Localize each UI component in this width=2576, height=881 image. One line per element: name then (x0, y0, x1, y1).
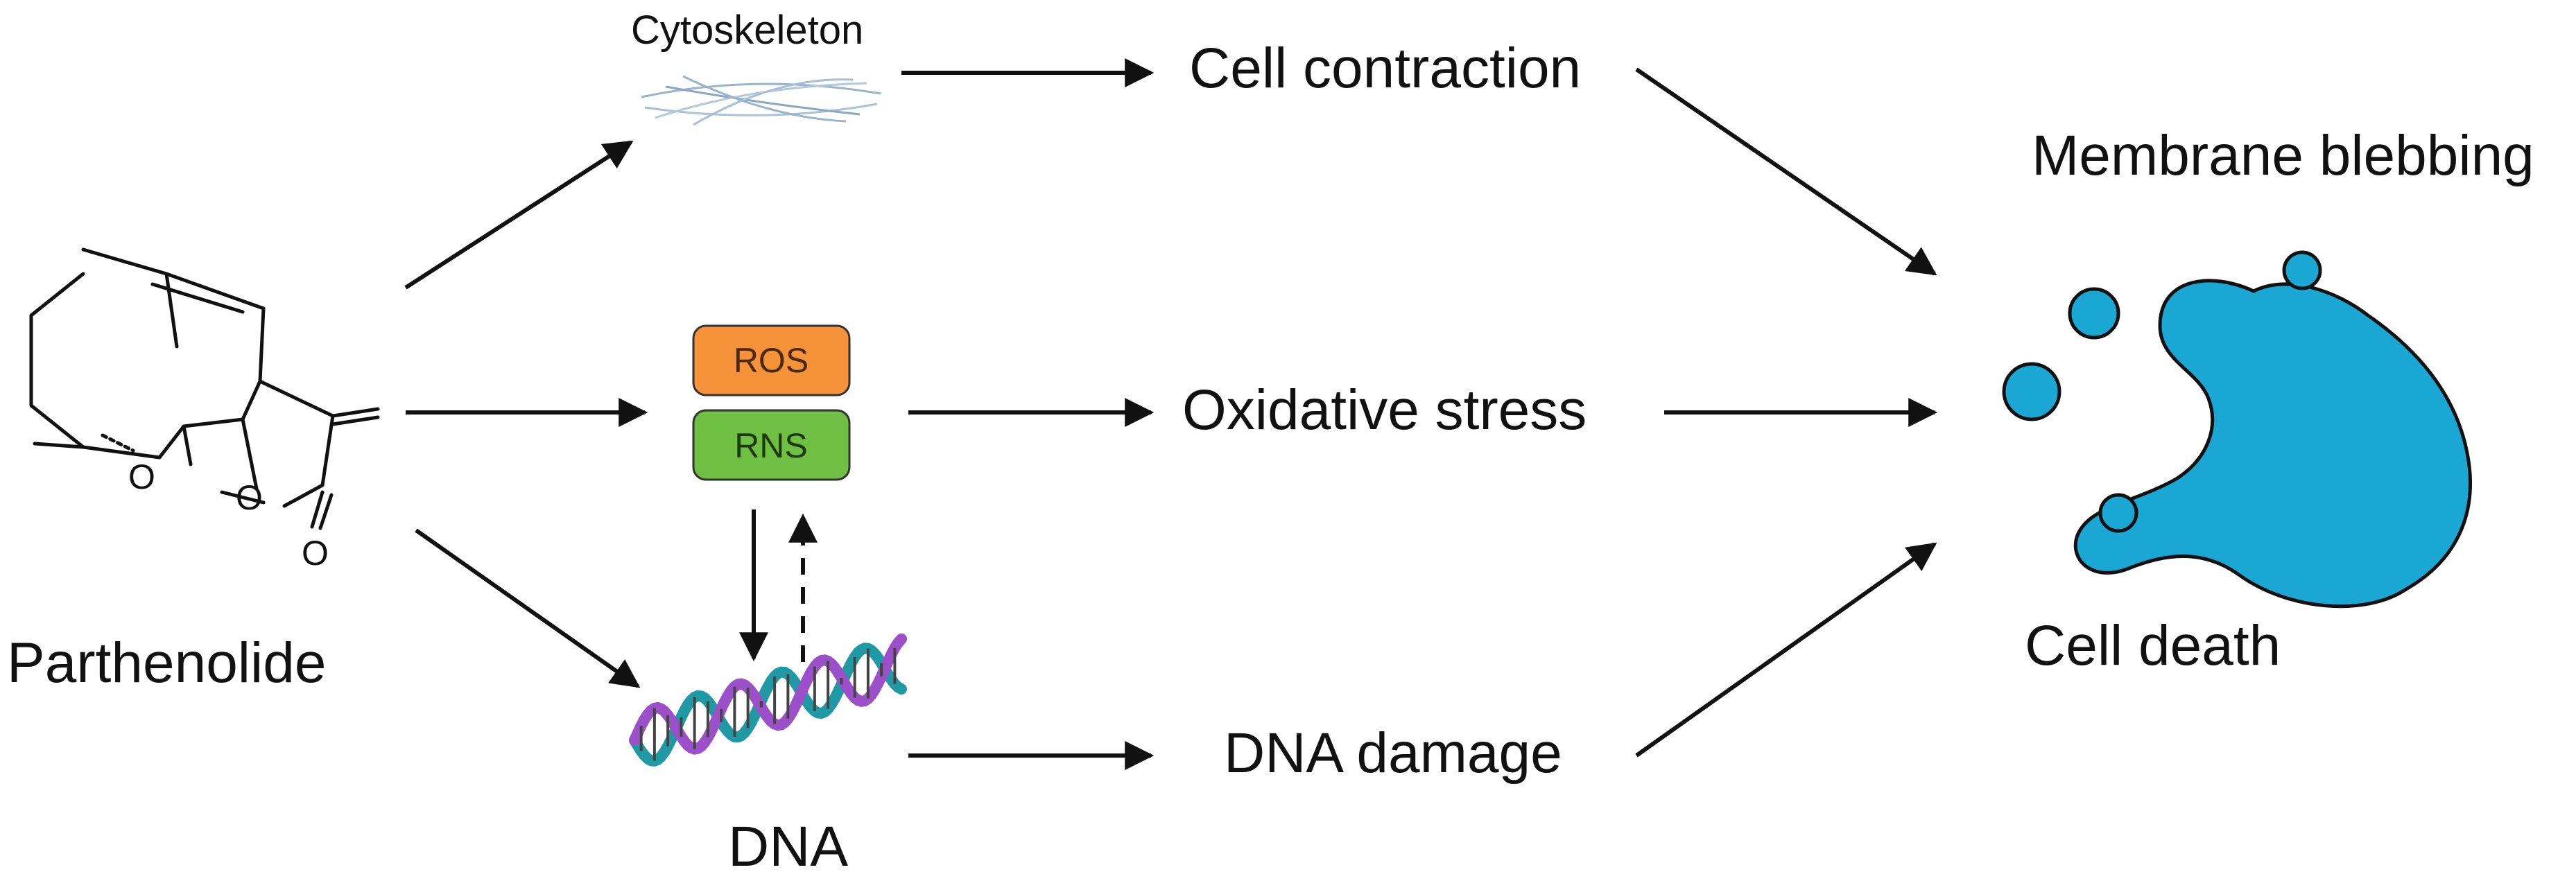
cell-icon (2073, 279, 2472, 609)
arrow-damage-to-cell (1635, 542, 1937, 758)
arrows (404, 58, 1938, 770)
bleb-2-icon (2282, 250, 2322, 290)
ring-oxygen-atom: O (236, 478, 263, 517)
ros-label: ROS (734, 341, 809, 380)
rns-label: RNS (734, 426, 808, 465)
bleb-1-icon (2068, 287, 2120, 340)
cytoskeleton-label: Cytoskeleton (631, 8, 864, 53)
parthenolide-structure-icon (29, 247, 380, 530)
dna-label: DNA (728, 815, 849, 878)
dna-helix-icon (629, 633, 907, 767)
rns-box (692, 409, 851, 481)
bleb-4-icon (2098, 493, 2138, 533)
cytoskeleton-icon (641, 75, 881, 126)
dna-damage-label: DNA damage (1224, 722, 1562, 785)
arrow-to-cytoskeleton (404, 140, 634, 290)
epoxide-oxygen-atom: O (128, 457, 155, 496)
arrow-to-dna (415, 528, 641, 688)
arrow-contraction-to-cell (1635, 67, 1937, 276)
oxidative-stress-label: Oxidative stress (1182, 378, 1587, 442)
membrane-blebbing-label: Membrane blebbing (2032, 124, 2534, 187)
ros-box (692, 324, 851, 396)
carbonyl-oxygen-atom: O (302, 534, 329, 573)
cell-death-label: Cell death (2025, 614, 2281, 677)
bleb-3-icon (2002, 362, 2061, 421)
cell-contraction-label: Cell contraction (1189, 37, 1582, 100)
parthenolide-label: Parthenolide (7, 631, 327, 695)
